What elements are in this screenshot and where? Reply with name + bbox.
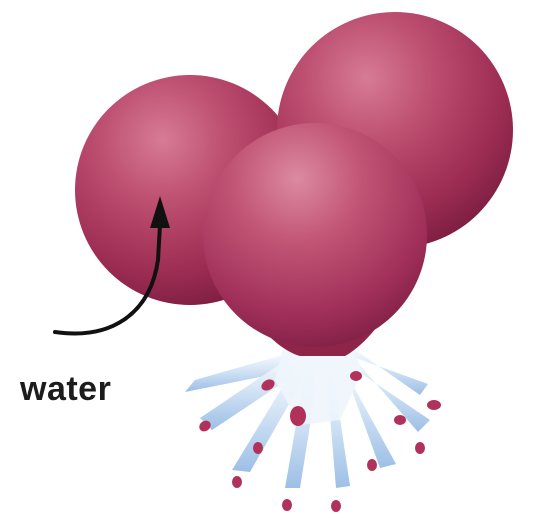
droplet [427, 400, 441, 410]
droplet [331, 500, 341, 512]
droplet [232, 476, 242, 488]
droplet [350, 371, 362, 381]
water-spray [185, 340, 430, 488]
droplet [253, 442, 263, 454]
droplet [290, 406, 306, 426]
droplet [415, 442, 425, 454]
droplet [394, 415, 406, 425]
cell-front [203, 123, 427, 347]
droplet [282, 499, 292, 511]
water-label: water [20, 372, 111, 406]
droplet [367, 459, 377, 471]
